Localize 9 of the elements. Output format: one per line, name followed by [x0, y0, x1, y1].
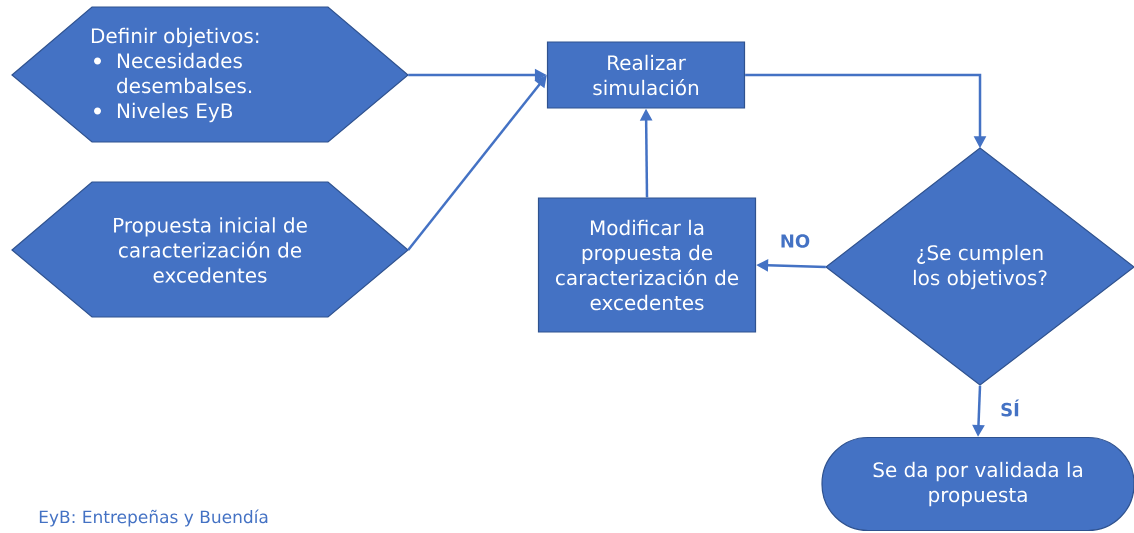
edge-label: SÍ: [998, 397, 1022, 419]
arrow: [407, 75, 547, 251]
terminator-box: Se da por validada la propuesta: [821, 436, 1134, 532]
edge-label: NO: [777, 232, 813, 250]
note: EyB: Entrepeñas y Buendía: [39, 509, 268, 527]
hexagon-box: Definir objetivos: Necesidades desembalses. Niveles EyB: [11, 6, 409, 143]
hexagon-box: Propuesta inicial de caracterización de excedentes: [11, 181, 409, 318]
process-box: Realizar simulación: [546, 41, 746, 109]
process-box: Modificar la propuesta de caracterización de excedentes: [537, 197, 757, 333]
